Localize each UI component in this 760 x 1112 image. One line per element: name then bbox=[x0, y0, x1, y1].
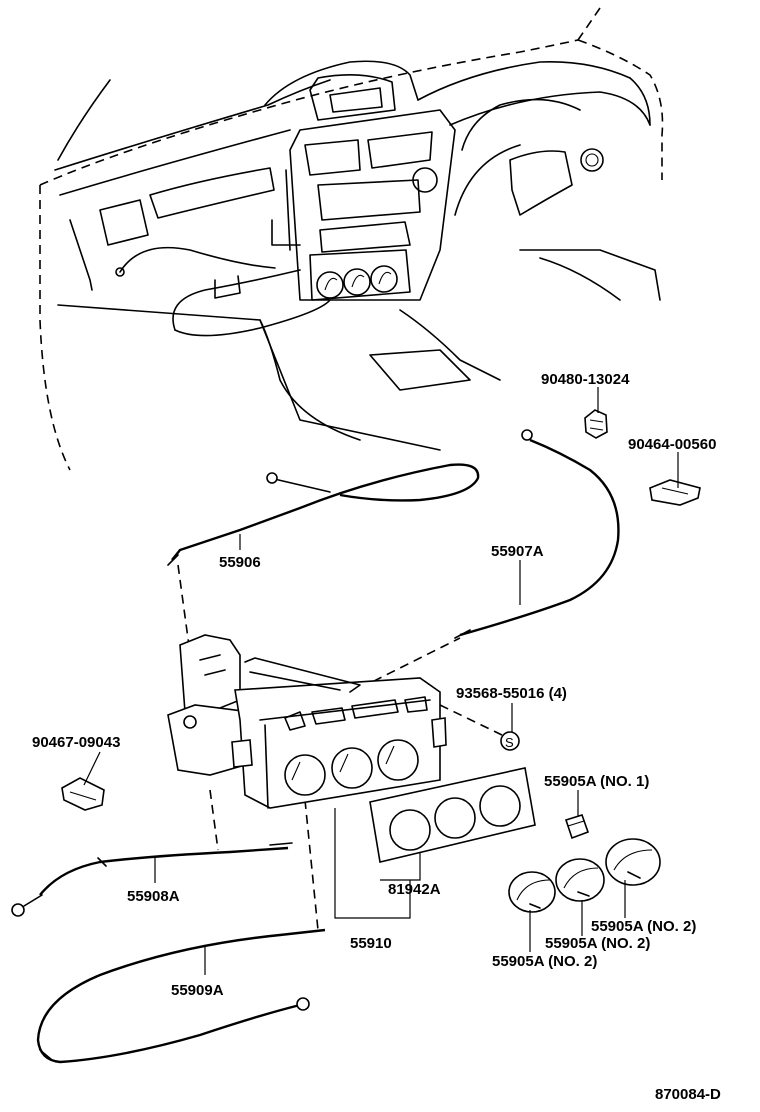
clip-90467-09043 bbox=[61, 777, 105, 811]
label-55905A-no2-b: 55905A (NO. 2) bbox=[545, 935, 650, 952]
label-55907A: 55907A bbox=[491, 543, 544, 560]
label-55905A-no2-a: 55905A (NO. 2) bbox=[591, 918, 696, 935]
cable-55907A bbox=[454, 429, 620, 639]
label-55906: 55906 bbox=[219, 554, 261, 571]
screw-symbol: S bbox=[439, 704, 520, 751]
label-55910: 55910 bbox=[350, 935, 392, 952]
knob-55905A-no2-c bbox=[508, 871, 556, 913]
dashboard-illustration bbox=[39, 7, 664, 471]
leader-lines bbox=[83, 387, 679, 975]
part-labels: 90480-13024 90464-00560 55906 55907A 935… bbox=[32, 371, 721, 1103]
screw-symbol-text: S bbox=[505, 735, 514, 750]
label-90464-00560: 90464-00560 bbox=[628, 436, 716, 453]
label-55908A: 55908A bbox=[127, 888, 180, 905]
heater-control-assembly-55910 bbox=[167, 564, 461, 931]
label-55905A-no1: 55905A (NO. 1) bbox=[544, 773, 649, 790]
knob-55905A-no2-b bbox=[555, 858, 605, 902]
drawing-number: 870084-D bbox=[655, 1086, 721, 1103]
label-55909A: 55909A bbox=[171, 982, 224, 999]
knob-55905A-no1 bbox=[564, 814, 590, 840]
fastener-90480-13024 bbox=[584, 409, 608, 439]
panel-plate-81942A bbox=[369, 767, 536, 863]
label-81942A: 81942A bbox=[388, 881, 441, 898]
knob-55905A-no2-a bbox=[605, 838, 661, 886]
label-90480-13024: 90480-13024 bbox=[541, 371, 630, 388]
clip-90464-00560 bbox=[649, 479, 701, 506]
cable-55906 bbox=[167, 463, 480, 566]
label-93568-55016: 93568-55016 (4) bbox=[456, 685, 567, 702]
label-55905A-no2-c: 55905A (NO. 2) bbox=[492, 953, 597, 970]
cable-55908A bbox=[11, 842, 293, 917]
cable-55909A bbox=[36, 928, 326, 1064]
label-90467-09043: 90467-09043 bbox=[32, 734, 120, 751]
